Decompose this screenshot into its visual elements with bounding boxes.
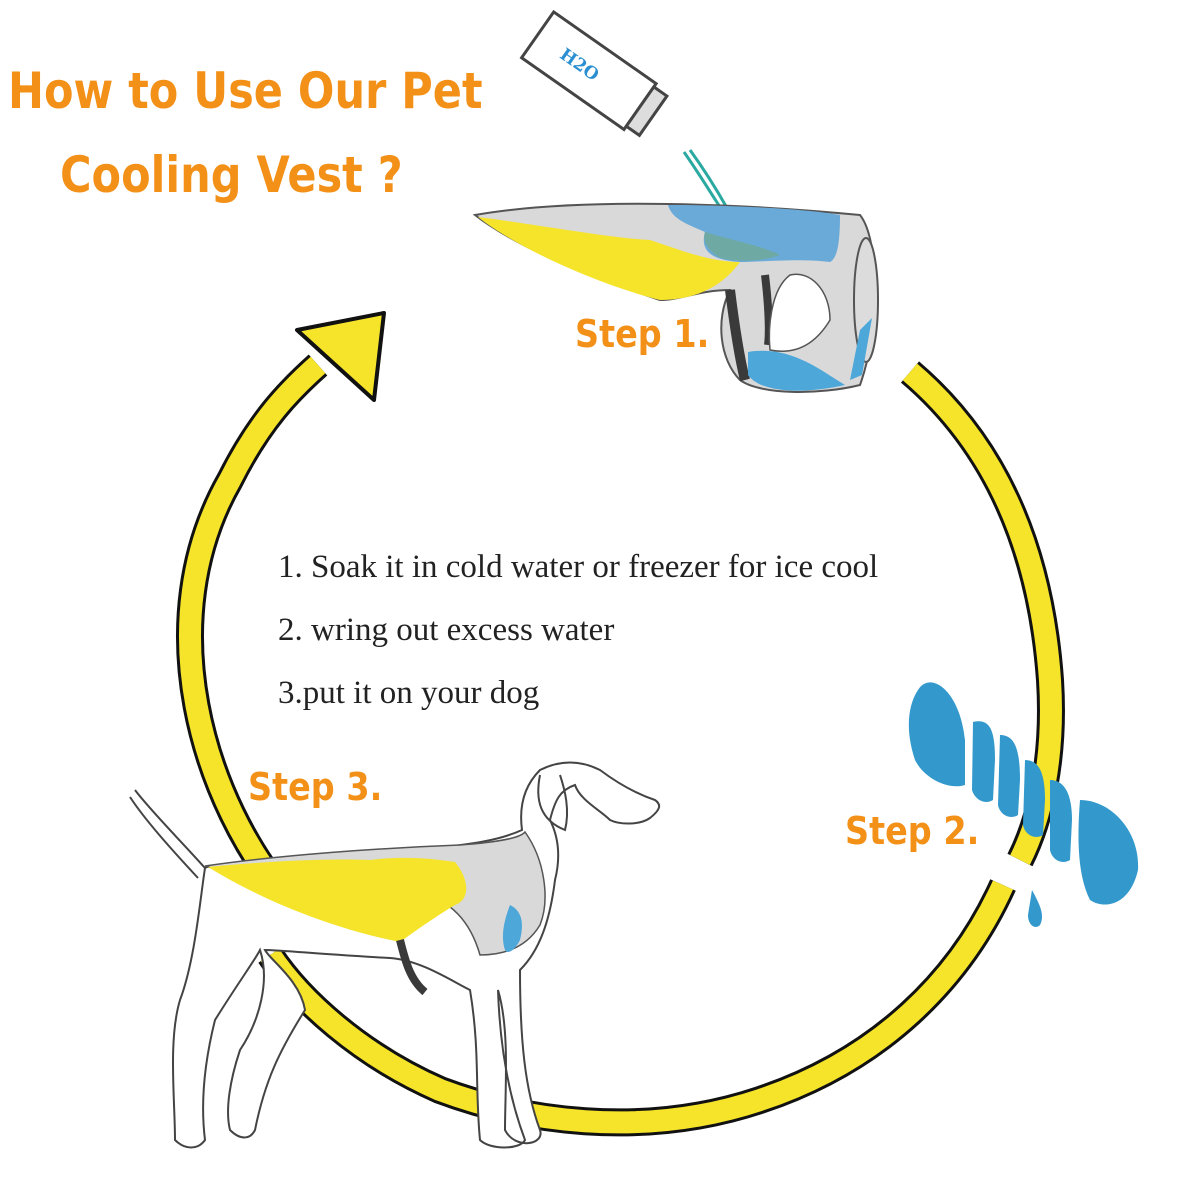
page-title-line2: Cooling Vest ?: [60, 146, 403, 204]
instructions-list: 1. Soak it in cold water or freezer for …: [278, 536, 878, 725]
cycle-arrow-left: [176, 311, 386, 915]
vest-step1-icon: [472, 202, 879, 393]
water-bottle-icon: H2O: [519, 9, 670, 138]
arrowhead-icon: [295, 311, 386, 402]
water-drop-icon: [1028, 890, 1043, 927]
instruction-item: 1. Soak it in cold water or freezer for …: [278, 549, 879, 585]
step-2-label: Step 2.: [845, 809, 980, 853]
instruction-item: 3.put it on your dog: [278, 675, 540, 711]
step-1-label: Step 1.: [575, 312, 710, 356]
cycle-arc-bottom: [258, 879, 1016, 1137]
instruction-item: 2. wring out excess water: [278, 612, 615, 648]
step-3-label: Step 3.: [248, 765, 383, 809]
page-title-line1: How to Use Our Pet: [8, 62, 483, 120]
wrung-vest-icon: [908, 682, 1139, 927]
dog-with-vest-icon: [129, 761, 661, 1149]
